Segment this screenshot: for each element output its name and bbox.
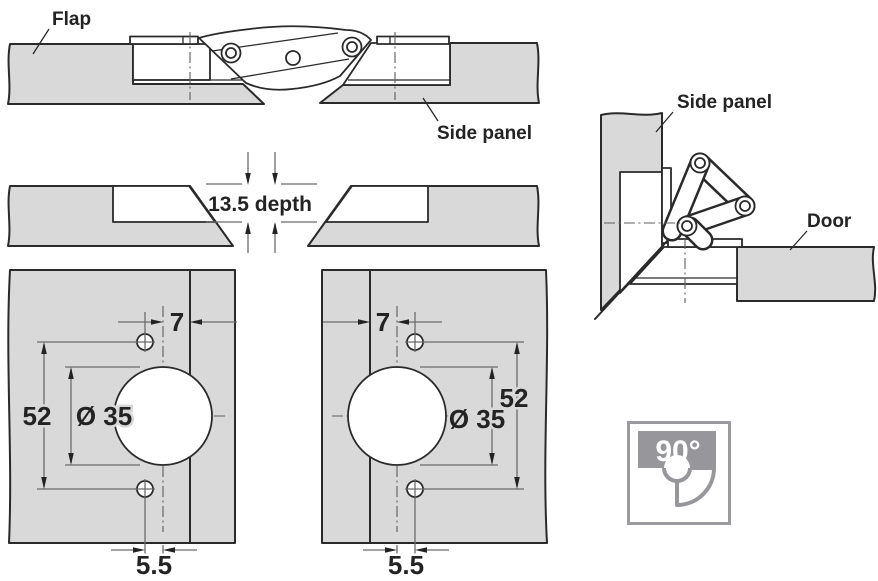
left-screw-hole-bottom: [135, 479, 155, 499]
right-dim-5-5: 5.5: [363, 498, 449, 581]
icon-pivot-ring: [662, 467, 692, 483]
left-dim-5-5: 5.5: [111, 498, 197, 581]
left-cup-hole: [113, 366, 213, 466]
flap-label: Flap: [52, 9, 91, 30]
right-dim-cup-diameter: Ø 35: [420, 366, 508, 466]
side-view-90: Side panel Door: [594, 92, 877, 320]
right-screw-hole-bottom: [405, 479, 425, 499]
hinge-linkage: [198, 25, 372, 91]
side-view-door: [736, 246, 877, 302]
right-screw-hole-top: [405, 332, 425, 352]
svg-text:5.5: 5.5: [136, 550, 172, 580]
left-cup-flange: [129, 35, 199, 45]
right-mortise: [325, 185, 429, 223]
side-panel-label-2: Side panel: [677, 92, 772, 113]
side-panel-leader: [422, 97, 439, 122]
icon-angle-value: 90°: [655, 435, 700, 468]
door-label: Door: [807, 211, 852, 232]
side-panel-label: Side panel: [437, 123, 532, 144]
side-view-hinge-arms: [661, 152, 756, 251]
svg-text:52: 52: [23, 401, 52, 431]
depth-value: 13.5 depth: [208, 193, 312, 216]
drilling-pattern-left: 7 52 Ø 35 5.5: [7, 269, 237, 581]
opening-angle-icon: 90°: [627, 421, 731, 525]
depth-dimension: 13.5 depth: [206, 152, 317, 253]
left-dim-7: 7: [118, 305, 237, 340]
left-mortise: [112, 185, 216, 223]
miter-line: [594, 238, 670, 320]
center-hole: [285, 50, 301, 66]
door-cup: [629, 246, 738, 285]
svg-text:Ø 35: Ø 35: [449, 404, 505, 434]
left-cup-recess: [132, 43, 243, 81]
left-dim-cup-diameter: Ø 35: [65, 366, 140, 466]
drilling-pattern-right: 7 52 Ø 35 5.5: [321, 269, 549, 581]
svg-text:Ø 35: Ø 35: [76, 401, 132, 431]
right-cup-hole: [347, 366, 447, 466]
flap-panel-section: [7, 43, 265, 105]
left-dim-52: 52: [20, 341, 136, 490]
flap-leader: [32, 28, 50, 55]
depth-section-view: 13.5 depth: [7, 152, 540, 253]
right-cup-flange: [376, 35, 450, 45]
right-dim-7: 7: [323, 305, 442, 340]
door-leader: [789, 230, 808, 251]
side-panel-leader-2: [655, 111, 674, 133]
svg-text:7: 7: [376, 307, 390, 337]
svg-text:52: 52: [500, 383, 529, 413]
svg-text:7: 7: [170, 307, 184, 337]
right-dim-52: 52: [424, 341, 531, 490]
svg-text:5.5: 5.5: [388, 550, 424, 580]
top-view-flat-open: Flap Side panel: [7, 9, 540, 144]
left-screw-hole-top: [135, 332, 155, 352]
icon-pivot: [664, 455, 690, 481]
